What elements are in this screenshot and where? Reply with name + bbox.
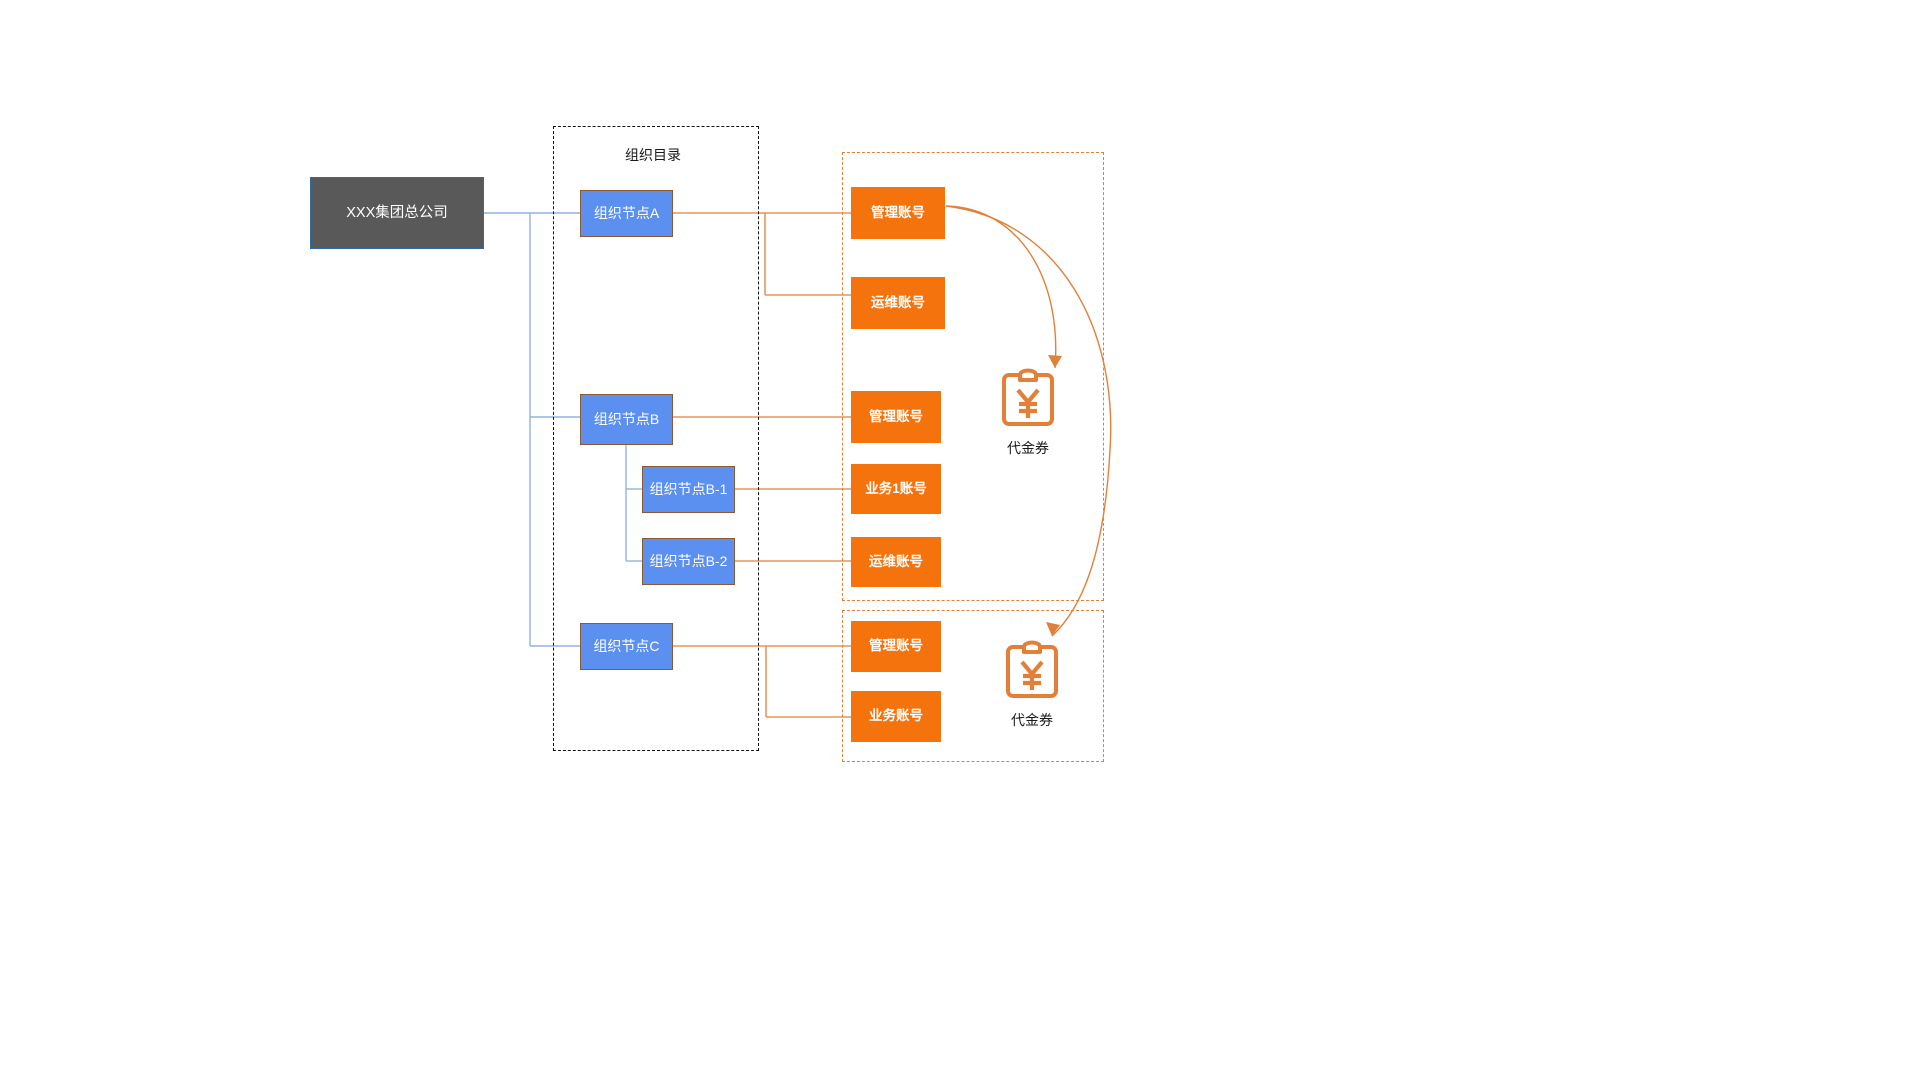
account-box-upper-ops-b2[interactable]: 运维账号 xyxy=(851,537,941,587)
voucher-upper-label: 代金券 xyxy=(1007,440,1049,456)
voucher-lower: 代金券 xyxy=(1004,638,1060,730)
account-box-upper-ops-a[interactable]: 运维账号 xyxy=(851,277,945,329)
org-node-b-1[interactable]: 组织节点B-1 xyxy=(642,466,735,513)
root-company-node[interactable]: XXX集团总公司 xyxy=(310,177,484,249)
org-directory-title: 组织目录 xyxy=(625,147,681,163)
org-node-c[interactable]: 组织节点C xyxy=(580,623,673,670)
account-box-upper-business1-b1[interactable]: 业务1账号 xyxy=(851,464,941,514)
org-node-a[interactable]: 组织节点A xyxy=(580,190,673,237)
account-box-upper-admin-a[interactable]: 管理账号 xyxy=(851,187,945,239)
account-box-upper-admin-b[interactable]: 管理账号 xyxy=(851,391,941,443)
voucher-lower-label: 代金券 xyxy=(1011,712,1053,728)
account-box-lower-admin-c[interactable]: 管理账号 xyxy=(851,621,941,672)
voucher-icon xyxy=(1000,366,1056,433)
voucher-icon xyxy=(1004,638,1060,705)
org-node-b[interactable]: 组织节点B xyxy=(580,394,673,445)
account-box-lower-business-c[interactable]: 业务账号 xyxy=(851,691,941,742)
org-node-b-2[interactable]: 组织节点B-2 xyxy=(642,538,735,585)
accounts-container-lower xyxy=(842,610,1104,762)
org-directory-container xyxy=(553,126,759,751)
voucher-upper: 代金券 xyxy=(1000,366,1056,458)
